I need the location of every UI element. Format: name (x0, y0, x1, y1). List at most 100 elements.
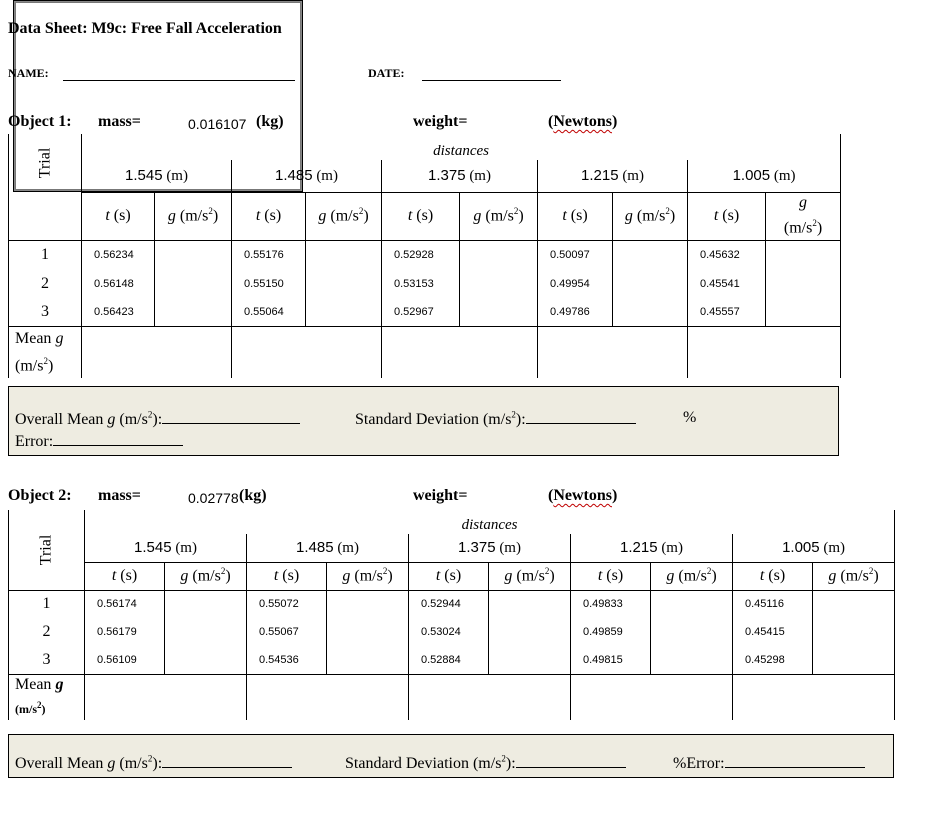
t-value: 0.45415 (732, 618, 813, 646)
mean-g-cell[interactable] (570, 673, 733, 720)
t-header: t (s) (537, 191, 613, 240)
g-cell[interactable] (305, 298, 382, 326)
t-header: t (s) (231, 191, 306, 240)
g-cell[interactable] (305, 270, 382, 298)
pct-label: % (683, 409, 697, 426)
t-value: 0.45298 (732, 646, 813, 674)
trial-header: Trial (8, 510, 85, 590)
g-cell[interactable] (154, 270, 232, 298)
t-value: 0.56423 (94, 305, 134, 318)
g-cell[interactable] (811, 589, 896, 618)
g-cell[interactable] (459, 270, 538, 298)
t-value: 0.45541 (687, 270, 766, 298)
trial-header: Trial (8, 134, 82, 192)
g-cell[interactable] (326, 618, 409, 646)
t-value: 0.54536 (246, 646, 327, 674)
g-cell[interactable] (305, 239, 382, 270)
g-header: g (m/s2) (811, 561, 896, 590)
t-header: t (s) (570, 561, 651, 590)
t-value: 0.52884 (408, 646, 489, 674)
mean-g-cell[interactable] (81, 325, 232, 378)
t-value: 0.55072 (246, 589, 327, 618)
page-title: Data Sheet: M9c: Free Fall Acceleration (8, 20, 282, 37)
g-cell[interactable] (326, 646, 409, 674)
error-line[interactable] (53, 431, 184, 446)
g-cell[interactable] (164, 618, 247, 646)
t-value: 0.49815 (570, 646, 651, 674)
t-value: 0.49786 (537, 298, 613, 326)
g-cell[interactable] (764, 270, 842, 298)
g-cell[interactable] (154, 298, 232, 326)
std-dev-line[interactable] (515, 753, 626, 768)
g-cell[interactable] (459, 239, 538, 270)
mean-g-label: Mean g(m/s2) (8, 673, 85, 720)
mean-g-cell[interactable] (231, 325, 382, 378)
std-dev-line[interactable] (525, 409, 636, 424)
object2-mass-value: 0.02778 (188, 490, 239, 506)
t-value: 0.56234 (81, 239, 155, 270)
mean-g-cell[interactable] (381, 325, 538, 378)
mean-g-cell[interactable] (537, 325, 688, 378)
overall-mean-line[interactable] (162, 753, 293, 768)
mean-g-cell[interactable] (84, 673, 247, 720)
distances-header: distances (84, 510, 896, 534)
t-header: t (s) (381, 191, 460, 240)
overall-mean-label: Overall Mean g (m/s2): (15, 409, 301, 429)
g-cell[interactable] (764, 298, 842, 326)
object1-label: Object 1: (8, 113, 72, 130)
t-value: 0.55176 (231, 239, 306, 270)
mean-g-cell[interactable] (408, 673, 571, 720)
name-line[interactable] (63, 80, 295, 81)
g-cell[interactable] (764, 239, 842, 270)
trial-number: 2 (8, 618, 85, 646)
g-cell[interactable] (326, 589, 409, 618)
g-header: g (m/s2) (164, 561, 247, 590)
distance-1: 1.545 (m) (125, 166, 188, 184)
date-line[interactable] (422, 80, 561, 81)
t-value: 0.49859 (570, 618, 651, 646)
g-cell[interactable] (811, 646, 896, 674)
trial-number: 2 (8, 270, 82, 298)
g-cell[interactable] (612, 270, 688, 298)
g-cell[interactable] (612, 298, 688, 326)
g-cell[interactable] (650, 646, 733, 674)
t-value: 0.55067 (246, 618, 327, 646)
g-cell[interactable] (488, 618, 571, 646)
distance-2: 1.485 (m) (231, 160, 382, 192)
mean-g-cell[interactable] (246, 673, 409, 720)
g-header: g (m/s2) (650, 561, 733, 590)
g-cell[interactable] (164, 646, 247, 674)
pct-error-line[interactable] (724, 753, 865, 768)
date-label: DATE: (368, 66, 405, 80)
g-cell[interactable] (488, 589, 571, 618)
distance-5: 1.005 (m) (686, 160, 842, 192)
t-header: t (s) (84, 561, 165, 590)
distances-header: distances (81, 134, 842, 160)
g-cell[interactable] (154, 239, 232, 270)
pct-error-label: %Error: (673, 753, 865, 773)
g-cell[interactable] (612, 239, 688, 270)
t-value: 0.52944 (408, 589, 489, 618)
distance-4: 1.215 (m) (537, 160, 688, 192)
name-label: NAME: (8, 66, 49, 80)
mean-g-cell[interactable] (686, 325, 842, 378)
g-cell[interactable] (164, 589, 247, 618)
t-value: 0.53153 (381, 270, 460, 298)
g-cell[interactable] (459, 298, 538, 326)
overall-mean-line[interactable] (162, 409, 301, 424)
distance-5: 1.005 (m) (731, 534, 896, 562)
g-cell[interactable] (650, 618, 733, 646)
t-header: t (s) (81, 191, 155, 240)
g-cell[interactable] (650, 589, 733, 618)
g-cell[interactable] (811, 618, 896, 646)
mean-g-label: Mean g(m/s2) (8, 325, 82, 378)
t-value: 0.55064 (231, 298, 306, 326)
overall-mean-label: Overall Mean g (m/s2): (15, 753, 293, 773)
mean-g-cell[interactable] (731, 673, 896, 720)
t-value: 0.52967 (381, 298, 460, 326)
g-header: g (m/s2) (488, 561, 571, 590)
object1-weight-label: weight= (413, 113, 468, 130)
g-cell[interactable] (488, 646, 571, 674)
g-header: g (m/s2) (154, 191, 232, 240)
t-value: 0.45632 (687, 239, 766, 270)
